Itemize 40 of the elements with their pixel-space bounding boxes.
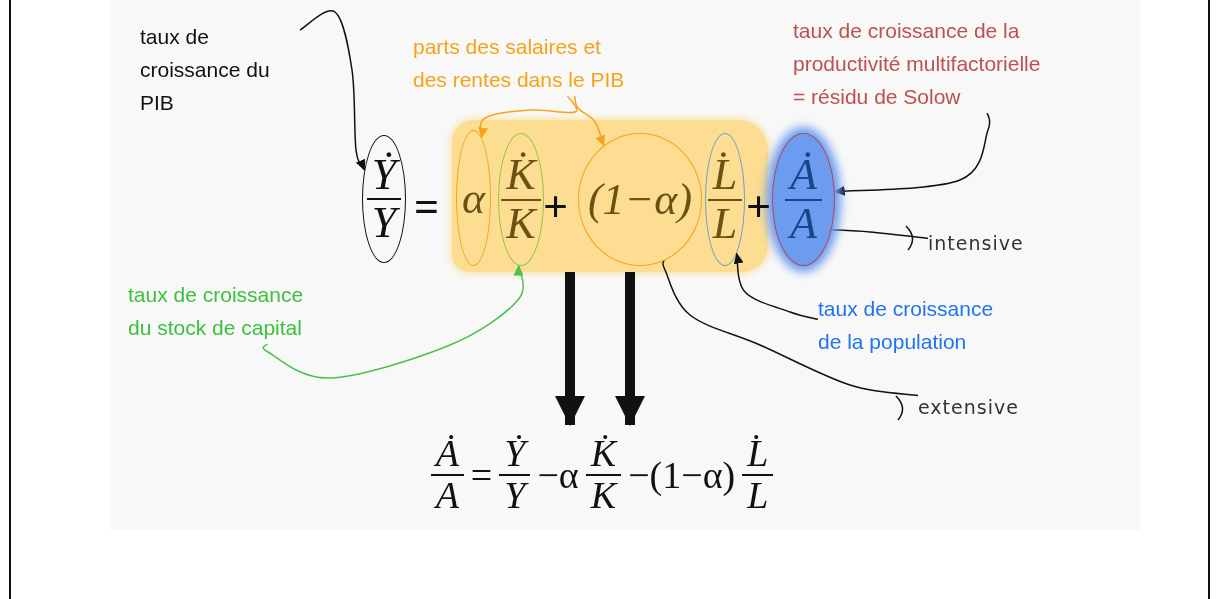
numerator: Ȧ — [785, 152, 822, 201]
handwritten-note: intensive — [928, 228, 1038, 258]
math-operator: + — [746, 185, 772, 229]
annotation-text: taux de croissance du PIB — [140, 20, 288, 119]
math-term: (1−α) — [587, 174, 693, 225]
numerator: Ẏ — [366, 151, 402, 200]
denominator: A — [435, 476, 459, 516]
math-operator: = — [414, 185, 440, 229]
numerator: L̇ — [742, 434, 774, 476]
arrow — [262, 264, 525, 379]
numerator: K̇ — [585, 434, 622, 476]
numerator: Ẏ — [499, 434, 531, 476]
denominator: K — [590, 476, 617, 516]
arrow — [733, 252, 819, 321]
handwritten-note: extensive — [918, 392, 1038, 422]
annotation-text: taux de croissance de la productivité multifactorielle = résidu de Solow — [793, 14, 1048, 113]
annotation-text: parts des salaires et des rentes dans le PIB — [413, 30, 632, 96]
numerator: L̇ — [707, 152, 743, 201]
denominator: L — [747, 476, 769, 516]
denominator: K — [506, 200, 536, 247]
math-operator: −α — [537, 453, 579, 497]
math-operator: −(1−α) — [628, 453, 736, 497]
annotation-text: taux de croissance du stock de capital — [128, 278, 314, 344]
arrow — [299, 10, 366, 171]
arrow — [833, 112, 991, 197]
thick-arrow — [555, 272, 585, 426]
numerator: K̇ — [501, 152, 541, 201]
math-term: α — [461, 172, 486, 224]
arrow — [476, 95, 578, 139]
numerator: Ȧ — [430, 434, 464, 476]
denominator: L — [712, 200, 738, 247]
annotation-text: taux de croissance de la population — [818, 292, 1004, 358]
thick-arrow — [615, 272, 645, 426]
math-operator: + — [543, 185, 569, 229]
highlight-ellipse — [578, 133, 702, 266]
connector-line — [662, 260, 919, 397]
highlight-band — [452, 120, 768, 272]
math-operator: = — [470, 453, 493, 497]
connector-line — [830, 229, 929, 240]
arrow — [573, 95, 606, 147]
